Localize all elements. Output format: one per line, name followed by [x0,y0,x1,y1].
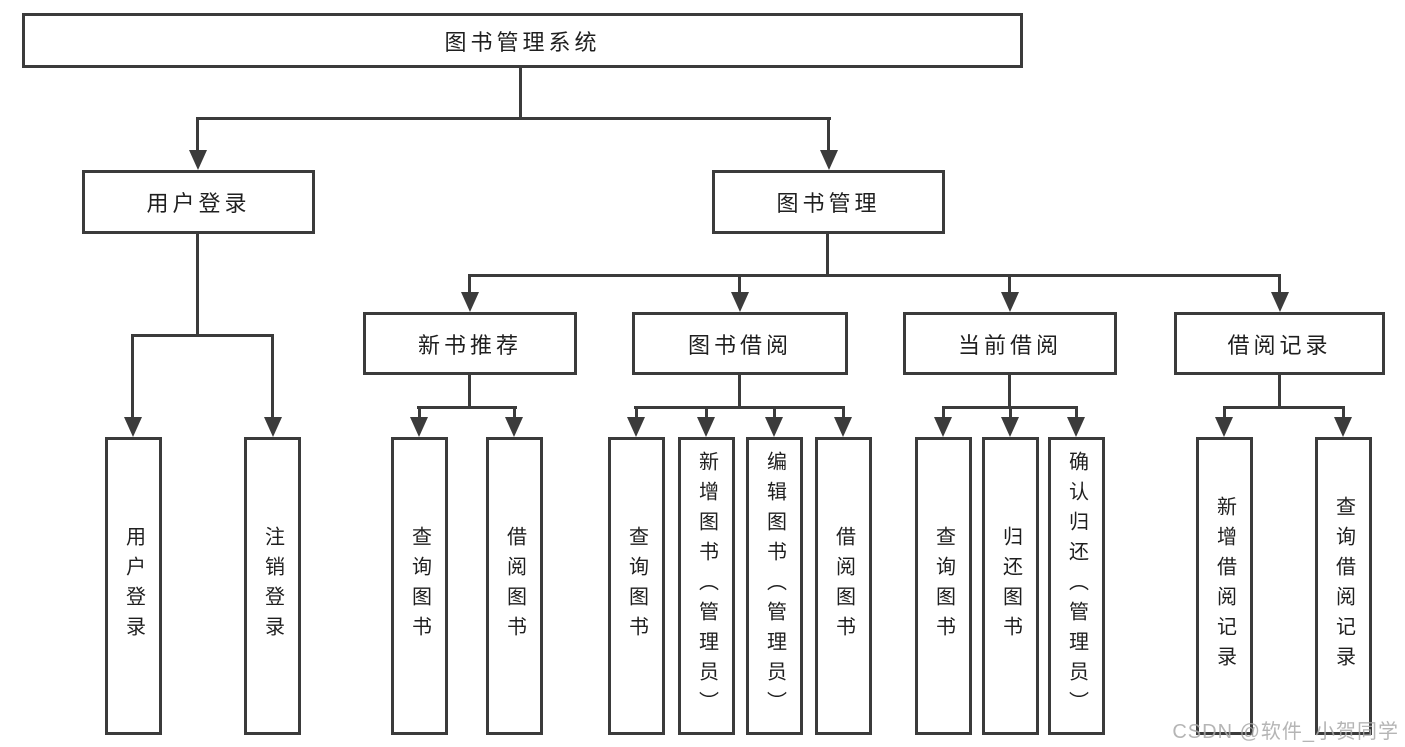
connector-line [519,68,522,120]
leaf-borrow-books-2: 借阅图书 [815,437,872,735]
leaf-logout: 注销登录 [244,437,301,735]
connector-line [196,234,199,335]
connector-line [738,274,741,296]
arrow-down-icon [697,417,715,437]
leaf-query-books-3: 查询图书 [915,437,972,735]
leaf-label: 查询图书 [932,526,955,646]
connector-line [827,117,830,153]
arrow-down-icon [934,417,952,437]
connector-line [271,334,274,422]
leaf-label: 查询图书 [625,526,648,646]
leaf-label: 注销登录 [261,526,284,646]
leaf-edit-book-admin: 编辑图书（管理员） [746,437,803,735]
node-current-borrow: 当前借阅 [903,312,1117,375]
arrow-down-icon [627,417,645,437]
connector-line [1278,274,1281,296]
leaf-borrow-books-1: 借阅图书 [486,437,543,735]
connector-line [773,406,776,420]
leaf-add-borrow-record: 新增借阅记录 [1196,437,1253,735]
arrow-down-icon [1334,417,1352,437]
connector-line [1008,375,1011,408]
node-library-system: 图书管理系统 [22,13,1023,68]
leaf-query-borrow-record: 查询借阅记录 [1315,437,1372,735]
node-user-login: 用户登录 [82,170,315,234]
leaf-label: 确认归还（管理员） [1065,451,1088,721]
connector-line [468,274,1281,277]
leaf-label: 归还图书 [999,526,1022,646]
leaf-label: 用户登录 [122,526,145,646]
arrow-down-icon [1001,417,1019,437]
connector-line [468,375,471,408]
connector-line [196,117,831,120]
connector-line [738,375,741,408]
connector-line [196,117,199,153]
connector-line [842,406,845,420]
connector-line [826,234,829,277]
connector-line [1008,274,1011,296]
connector-line [417,406,517,409]
leaf-query-books-2: 查询图书 [608,437,665,735]
node-borrow-record: 借阅记录 [1174,312,1385,375]
arrow-down-icon [189,150,207,170]
arrow-down-icon [124,417,142,437]
leaf-label: 新增借阅记录 [1213,496,1236,676]
connector-line [1342,406,1345,420]
connector-line [634,406,845,409]
leaf-add-book-admin: 新增图书（管理员） [678,437,735,735]
connector-line [1223,406,1226,420]
node-new-book-recommend: 新书推荐 [363,312,577,375]
arrow-down-icon [834,417,852,437]
leaf-label: 查询图书 [408,526,431,646]
arrow-down-icon [1215,417,1233,437]
leaf-return-books: 归还图书 [982,437,1039,735]
watermark-text: CSDN @软件_小贺同学 [1172,721,1399,743]
arrow-down-icon [731,292,749,312]
connector-line [705,406,708,420]
connector-line [418,406,421,420]
connector-line [131,334,134,422]
connector-line [635,406,638,420]
connector-line [131,334,274,337]
leaf-label: 借阅图书 [503,526,526,646]
connector-line [1009,406,1012,420]
connector-line [1278,375,1281,408]
arrow-down-icon [264,417,282,437]
connector-line [942,406,945,420]
arrow-down-icon [1271,292,1289,312]
arrow-down-icon [410,417,428,437]
connector-line [513,406,516,420]
node-book-management: 图书管理 [712,170,945,234]
connector-line [1075,406,1078,420]
leaf-label: 借阅图书 [832,526,855,646]
arrow-down-icon [1001,292,1019,312]
connector-line [1223,406,1344,409]
leaf-query-books-1: 查询图书 [391,437,448,735]
arrow-down-icon [765,417,783,437]
leaf-label: 编辑图书（管理员） [763,451,786,721]
leaf-confirm-return-admin: 确认归还（管理员） [1048,437,1105,735]
leaf-label: 查询借阅记录 [1332,496,1355,676]
arrow-down-icon [1067,417,1085,437]
arrow-down-icon [505,417,523,437]
arrow-down-icon [461,292,479,312]
leaf-label: 新增图书（管理员） [695,451,718,721]
node-book-borrow: 图书借阅 [632,312,848,375]
connector-line [468,274,471,296]
leaf-user-login: 用户登录 [105,437,162,735]
arrow-down-icon [820,150,838,170]
